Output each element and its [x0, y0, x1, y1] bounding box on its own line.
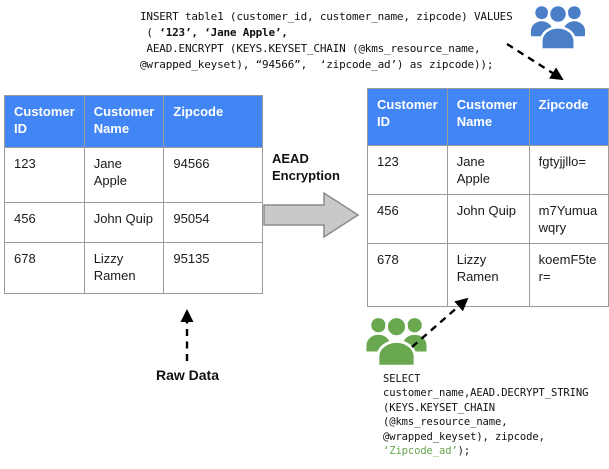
table-cell: koemF5ter= — [528, 243, 609, 307]
table-cell: 94566 — [163, 147, 264, 203]
table-cell: 456 — [4, 202, 85, 243]
header-cell: Customer Name — [446, 88, 530, 146]
select-sql-line: SELECT — [383, 373, 421, 385]
header-cell: Customer Name — [83, 95, 165, 148]
table-cell: John Quip — [446, 194, 530, 244]
table-cell: 456 — [367, 194, 448, 244]
select-sql-line: (@kms_resource_name, — [383, 416, 508, 429]
table-cell: 95135 — [163, 242, 264, 294]
table-cell: 123 — [4, 147, 85, 203]
plaintext-table: Customer ID Customer Name Zipcode 123 Ja… — [4, 95, 264, 294]
table-header-row: Customer ID Customer Name Zipcode — [4, 95, 264, 148]
table-cell: 95054 — [163, 202, 264, 243]
table-cell: m7Yumuawqry — [528, 194, 609, 244]
header-cell: Customer ID — [4, 95, 85, 148]
table-row: 123 Jane Apple 94566 — [4, 147, 264, 203]
insert-sql-line: AEAD.ENCRYPT (KEYS.KEYSET_CHAIN (@kms_re… — [140, 42, 481, 55]
raw-data-label: Raw Data — [155, 367, 220, 383]
table-header-row: Customer ID Customer Name Zipcode — [367, 88, 609, 146]
select-sql-code: SELECT customer_name,AEAD.DECRYPT_STRING… — [383, 372, 588, 458]
insert-sql-line: @wrapped_keyset), “94566”, ‘zipcode_ad’)… — [140, 58, 494, 71]
insert-sql-line2-prefix: ( — [140, 26, 160, 39]
table-cell: John Quip — [83, 202, 165, 243]
table-row: 456 John Quip 95054 — [4, 202, 264, 243]
header-cell: Zipcode — [163, 95, 264, 148]
table-cell: Lizzy Ramen — [83, 242, 165, 294]
table-cell: 678 — [367, 243, 448, 307]
table-row: 678 Lizzy Ramen 95135 — [4, 242, 264, 294]
insert-sql-code: INSERT table1 (customer_id, customer_nam… — [140, 9, 513, 73]
table-cell: 123 — [367, 145, 448, 195]
insert-sql-line: ( ‘123’, ‘Jane Apple’, — [140, 25, 513, 41]
select-sql-line: (KEYS.KEYSET_CHAIN — [383, 401, 495, 414]
encryption-block-arrow — [263, 191, 360, 239]
table-cell: fgtyjjllo= — [528, 145, 609, 195]
table-row: 123 Jane Apple fgtyjjllo= — [367, 145, 609, 195]
table-cell: Jane Apple — [446, 145, 530, 195]
users-group-icon — [366, 312, 427, 368]
table-cell: Lizzy Ramen — [446, 243, 530, 307]
aead-encryption-label: AEAD Encryption — [272, 151, 340, 183]
table-row: 678 Lizzy Ramen koemF5ter= — [367, 243, 609, 307]
table-row: 456 John Quip m7Yumuawqry — [367, 194, 609, 244]
select-sql-line: customer_name,AEAD.DECRYPT_STRING — [383, 387, 589, 400]
select-sql-line6-rest: ); — [457, 445, 471, 458]
insert-sql-line: INSERT table1 (customer_id, customer_nam… — [140, 10, 513, 23]
header-cell: Zipcode — [528, 88, 609, 146]
select-sql-line: @wrapped_keyset), zipcode, — [383, 430, 545, 443]
header-cell: Customer ID — [367, 88, 448, 146]
table-cell: Jane Apple — [83, 147, 165, 203]
select-sql-line: ‘Zipcode_ad’); — [383, 444, 588, 458]
ciphertext-table: Customer ID Customer Name Zipcode 123 Ja… — [367, 88, 609, 307]
select-sql-highlight: ‘Zipcode_ad’ — [383, 445, 458, 458]
insert-sql-line2-values: ‘123’, ‘Jane Apple’, — [159, 26, 288, 39]
table-cell: 678 — [4, 242, 85, 294]
users-group-icon — [528, 2, 588, 50]
